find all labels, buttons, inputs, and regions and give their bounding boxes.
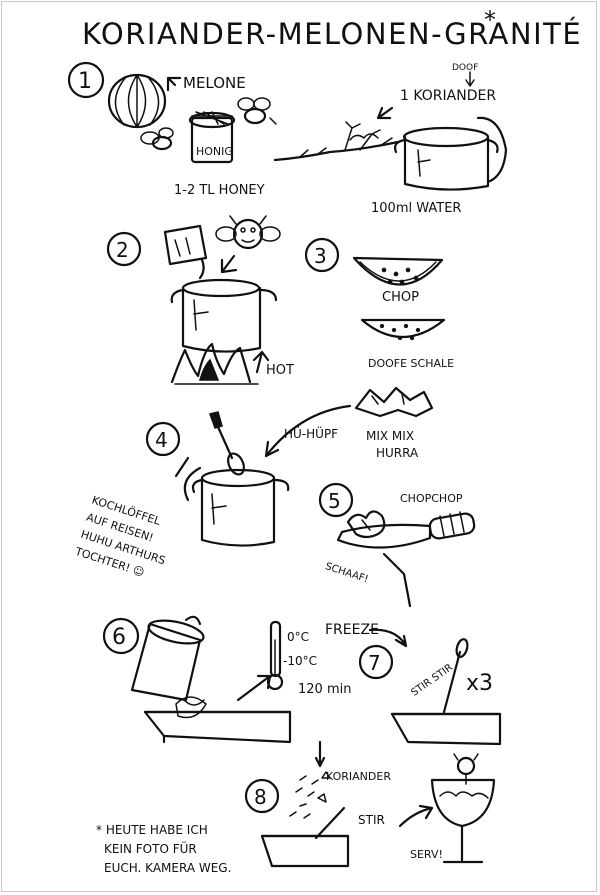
label-honig: HONIG [196,145,233,158]
recipe-title: KORIANDER-MELONEN-GRANITÉ [82,17,582,51]
step-2-number: 2 [116,238,129,262]
tilted-pot-icon [130,615,205,702]
coriander-leaves-icon [346,510,386,539]
label-chop: CHOP [382,290,419,305]
step-6: 6 0°C -10°C 120 min FREEZE [102,615,408,744]
coriander-flakes-icon [289,771,331,819]
step-7: 7 STIR STIR x3 [358,638,502,746]
melon-chunks-icon [354,386,434,418]
pot-icon [191,468,290,547]
label-huepf: HÜ-HÜPF [284,425,338,441]
pot-icon [170,278,278,353]
label-time: 120 min [298,682,351,697]
label-stir-8: STIR [358,813,385,827]
tray-icon [390,712,502,746]
footnote: * HEUTE HABE ICH KEIN FOTO FÜR EUCH. KAM… [96,823,231,875]
coriander-sprig-icon [273,121,400,162]
flame-icon [170,342,259,385]
step-6-number: 6 [112,625,126,650]
melon-icon [107,73,167,129]
label-serve: SERV! [410,848,443,861]
label-hot: HOT [266,363,294,378]
label-water: 100ml WATER [371,201,461,216]
label-schale: DOOFE SCHALE [368,357,454,370]
bee-icon [140,127,174,151]
step-1-number: 1 [78,69,92,94]
label-temp-0: 0°C [287,630,309,644]
step-8-number: 8 [254,785,267,809]
bee-icon [215,215,281,250]
wooden-spoon-icon [209,411,245,476]
label-koriander-8: KORIANDER [326,770,391,783]
label-mix-1: MIX MIX [366,429,414,443]
label-schaaf: SCHAAF! [324,561,370,585]
pot-icon [393,126,499,191]
label-times: x3 [466,671,493,696]
tray-icon [143,696,292,744]
label-chopchop: CHOPCHOP [400,492,463,505]
step-5: 5 CHOPCHOP SCHAAF! [318,482,476,608]
tray-icon [260,834,350,868]
serving-glass-icon [430,753,496,864]
label-mix-2: HURRA [376,446,419,460]
knife-icon [336,511,476,549]
bee-icon [237,97,277,125]
step-3: 3 CHOP DOOFE SCHALE MIX MIX HURRA [304,237,454,460]
label-melone: MELONE [183,74,246,92]
step-5-number: 5 [328,489,341,513]
label-honey: 1-2 TL HONEY [174,183,265,198]
melon-slice-icon [352,256,444,286]
note-kochloeffel: KOCHLÖFFEL AUF REISEN! HUHU ARTHURS TOCH… [73,493,167,579]
label-freeze: FREEZE [325,622,379,638]
honey-jar-icon [163,224,208,266]
melon-rind-icon [360,318,446,341]
footnote-line-1: * HEUTE HABE ICH [96,823,208,837]
spoon-icon [442,638,469,714]
step-1: 1 MELONE HONIG 1-2 TL HONEY [67,61,508,216]
honey-jar-icon [188,111,236,164]
footnote-line-3: EUCH. KAMERA WEG. [104,861,231,875]
label-doof: DOOF [452,63,478,73]
footnote-line-2: KEIN FOTO FÜR [104,840,197,856]
thermometer-icon [266,620,284,691]
step-4-number: 4 [155,428,168,452]
step-4: 4 HÜ-HÜPF KOCHLÖFFEL AUF REISEN! HUHU AR… [73,404,352,579]
step-2: 2 HOT [106,215,294,385]
step-8: 8 KORIANDER STIR SERV! [244,740,496,868]
label-koriander-1: 1 KORIANDER [400,88,496,104]
label-temp-10: -10°C [283,654,317,668]
step-3-number: 3 [314,244,327,268]
step-7-number: 7 [368,651,381,675]
title-asterisk: * [484,6,496,34]
